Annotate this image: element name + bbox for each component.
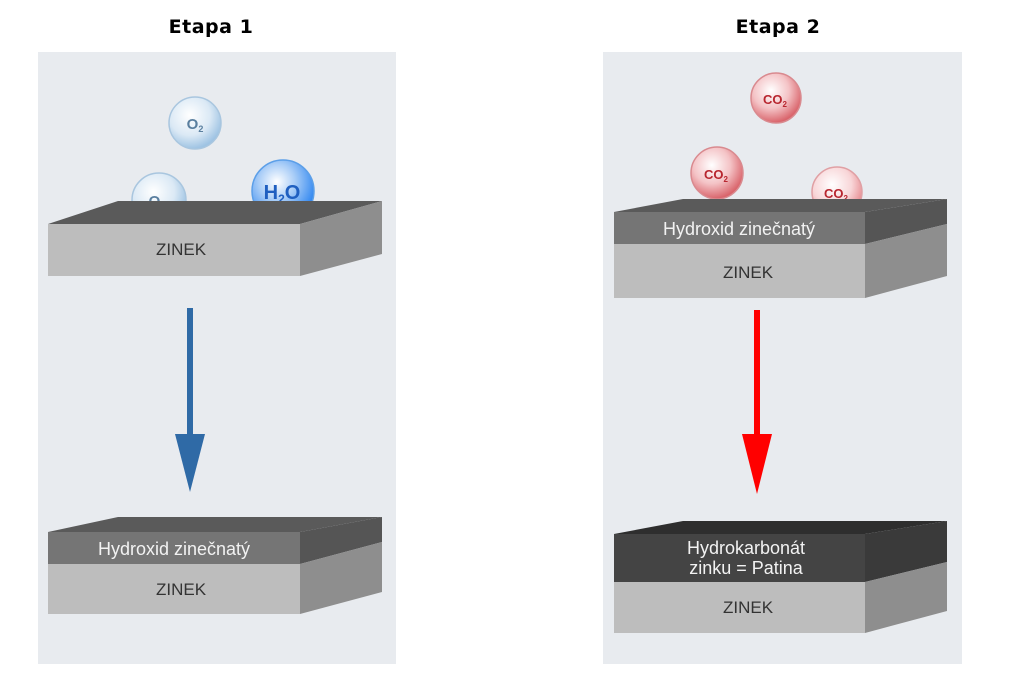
stage-2-panel: CO2 CO2 CO2 Hydroxid zinečnatý ZINEK Hyd… bbox=[603, 52, 962, 664]
co2-molecule-left: CO2 bbox=[690, 146, 744, 200]
hydroxide-layer-label: Hydroxid zinečnatý bbox=[98, 539, 250, 559]
zinc-block-before-stage2: Hydroxid zinečnatý ZINEK bbox=[614, 199, 947, 298]
stage-2-title: Etapa 2 bbox=[735, 16, 821, 38]
zinc-label-after: ZINEK bbox=[156, 580, 207, 599]
stage-1-title: Etapa 1 bbox=[168, 16, 254, 38]
svg-text:CO2: CO2 bbox=[763, 92, 788, 109]
stage-2-arrow bbox=[742, 310, 772, 494]
svg-text:O2: O2 bbox=[187, 116, 204, 134]
stage-1-arrow bbox=[175, 308, 205, 492]
zinc-block-after: Hydroxid zinečnatý ZINEK bbox=[48, 517, 382, 614]
svg-text:CO2: CO2 bbox=[824, 186, 849, 203]
zinc-label-before-stage2: ZINEK bbox=[723, 263, 774, 282]
zinc-block-before: ZINEK bbox=[48, 201, 382, 276]
hydroxide-layer-label-stage2: Hydroxid zinečnatý bbox=[663, 219, 815, 239]
co2-molecule-top: CO2 bbox=[750, 72, 802, 124]
patina-layer-label-line2: zinku = Patina bbox=[689, 558, 804, 578]
patina-block-after: Hydrokarbonát zinku = Patina ZINEK bbox=[614, 521, 947, 633]
zinc-label-after-stage2: ZINEK bbox=[723, 598, 774, 617]
stage-1-panel: O2 O2 H2O ZINEK Hydroxid zinečnatý ZINEK bbox=[38, 52, 396, 664]
o2-molecule-top: O2 bbox=[168, 96, 222, 150]
svg-text:H2O: H2O bbox=[264, 182, 301, 206]
zinc-label-before: ZINEK bbox=[156, 240, 207, 259]
svg-text:CO2: CO2 bbox=[704, 167, 729, 184]
patina-layer-label-line1: Hydrokarbonát bbox=[687, 538, 805, 558]
